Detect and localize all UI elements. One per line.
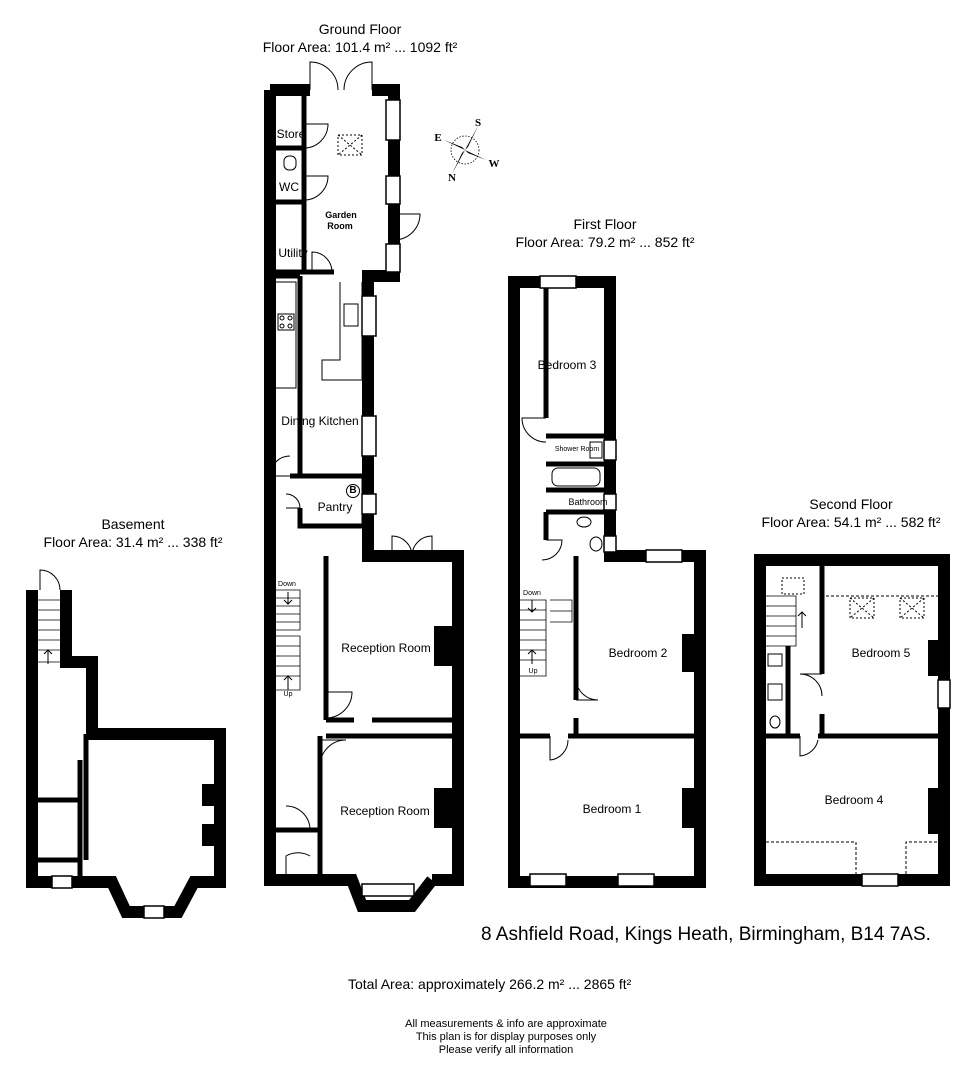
room-label-pantry: Pantry <box>317 500 353 514</box>
first-stairs-up-label: Up <box>528 668 538 675</box>
basement-header: Basement Floor Area: 31.4 m² ... 338 ft² <box>22 515 244 551</box>
disclaimer-notes: All measurements & info are approximate … <box>380 1018 632 1057</box>
second-floor-title: Second Floor <box>809 496 893 512</box>
ground-floor-area: Floor Area: 101.4 m² ... 1092 ft² <box>262 39 458 55</box>
compass-n-label: N <box>448 172 456 184</box>
ground-floor-header: Ground Floor Floor Area: 101.4 m² ... 10… <box>240 20 480 56</box>
boiler-icon: B <box>346 484 360 498</box>
disclaimer-line: Please verify all information <box>438 1044 574 1056</box>
room-label-reception-2: Reception Room <box>340 804 430 818</box>
compass-rose-icon <box>444 126 486 174</box>
first-floor-area: Floor Area: 79.2 m² ... 852 ft² <box>515 234 695 250</box>
stairs-down-label: Down <box>278 581 296 588</box>
basement-title: Basement <box>101 516 165 532</box>
first-floor-title: First Floor <box>573 216 637 232</box>
room-label-bedroom-5: Bedroom 5 <box>851 646 911 660</box>
first-stairs-down-label: Down <box>523 590 541 597</box>
room-label-dining-kitchen: Dining Kitchen <box>281 414 359 428</box>
disclaimer-line: This plan is for display purposes only <box>415 1031 597 1043</box>
second-floor-header: Second Floor Floor Area: 54.1 m² ... 582… <box>740 495 962 531</box>
room-label-bedroom-1: Bedroom 1 <box>582 802 642 816</box>
room-label-reception-1: Reception Room <box>341 641 431 655</box>
room-label-garden-2: Room <box>327 221 353 231</box>
compass-w-label: W <box>488 158 500 170</box>
room-label-utility: Utility <box>278 246 308 260</box>
ground-bay-wall <box>318 874 437 912</box>
room-label-bedroom-4: Bedroom 4 <box>824 793 884 807</box>
room-label-shower-room: Shower Room <box>554 446 600 453</box>
room-label-wc: WC <box>279 180 299 194</box>
ground-floor-title: Ground Floor <box>318 21 402 37</box>
basement-walls <box>26 590 226 918</box>
first-floor-walls <box>508 276 706 888</box>
disclaimer-line: All measurements & info are approximate <box>405 1018 607 1030</box>
room-label-store: Store <box>276 127 306 141</box>
compass-e-label: E <box>434 132 442 144</box>
property-address: 8 Ashfield Road, Kings Heath, Birmingham… <box>481 924 931 945</box>
total-area: Total Area: approximately 266.2 m² ... 2… <box>348 976 632 992</box>
second-floor-walls <box>754 554 950 886</box>
room-label-bedroom-2: Bedroom 2 <box>608 646 668 660</box>
first-floor-header: First Floor Floor Area: 79.2 m² ... 852 … <box>490 215 720 251</box>
stairs-up-label: Up <box>283 691 293 698</box>
basement-area: Floor Area: 31.4 m² ... 338 ft² <box>43 534 223 550</box>
room-label-garden-1: Garden <box>325 210 357 220</box>
compass-s-label: S <box>474 117 482 129</box>
room-label-bedroom-3: Bedroom 3 <box>537 358 597 372</box>
second-floor-area: Floor Area: 54.1 m² ... 582 ft² <box>761 514 941 530</box>
room-label-bathroom: Bathroom <box>568 497 608 507</box>
